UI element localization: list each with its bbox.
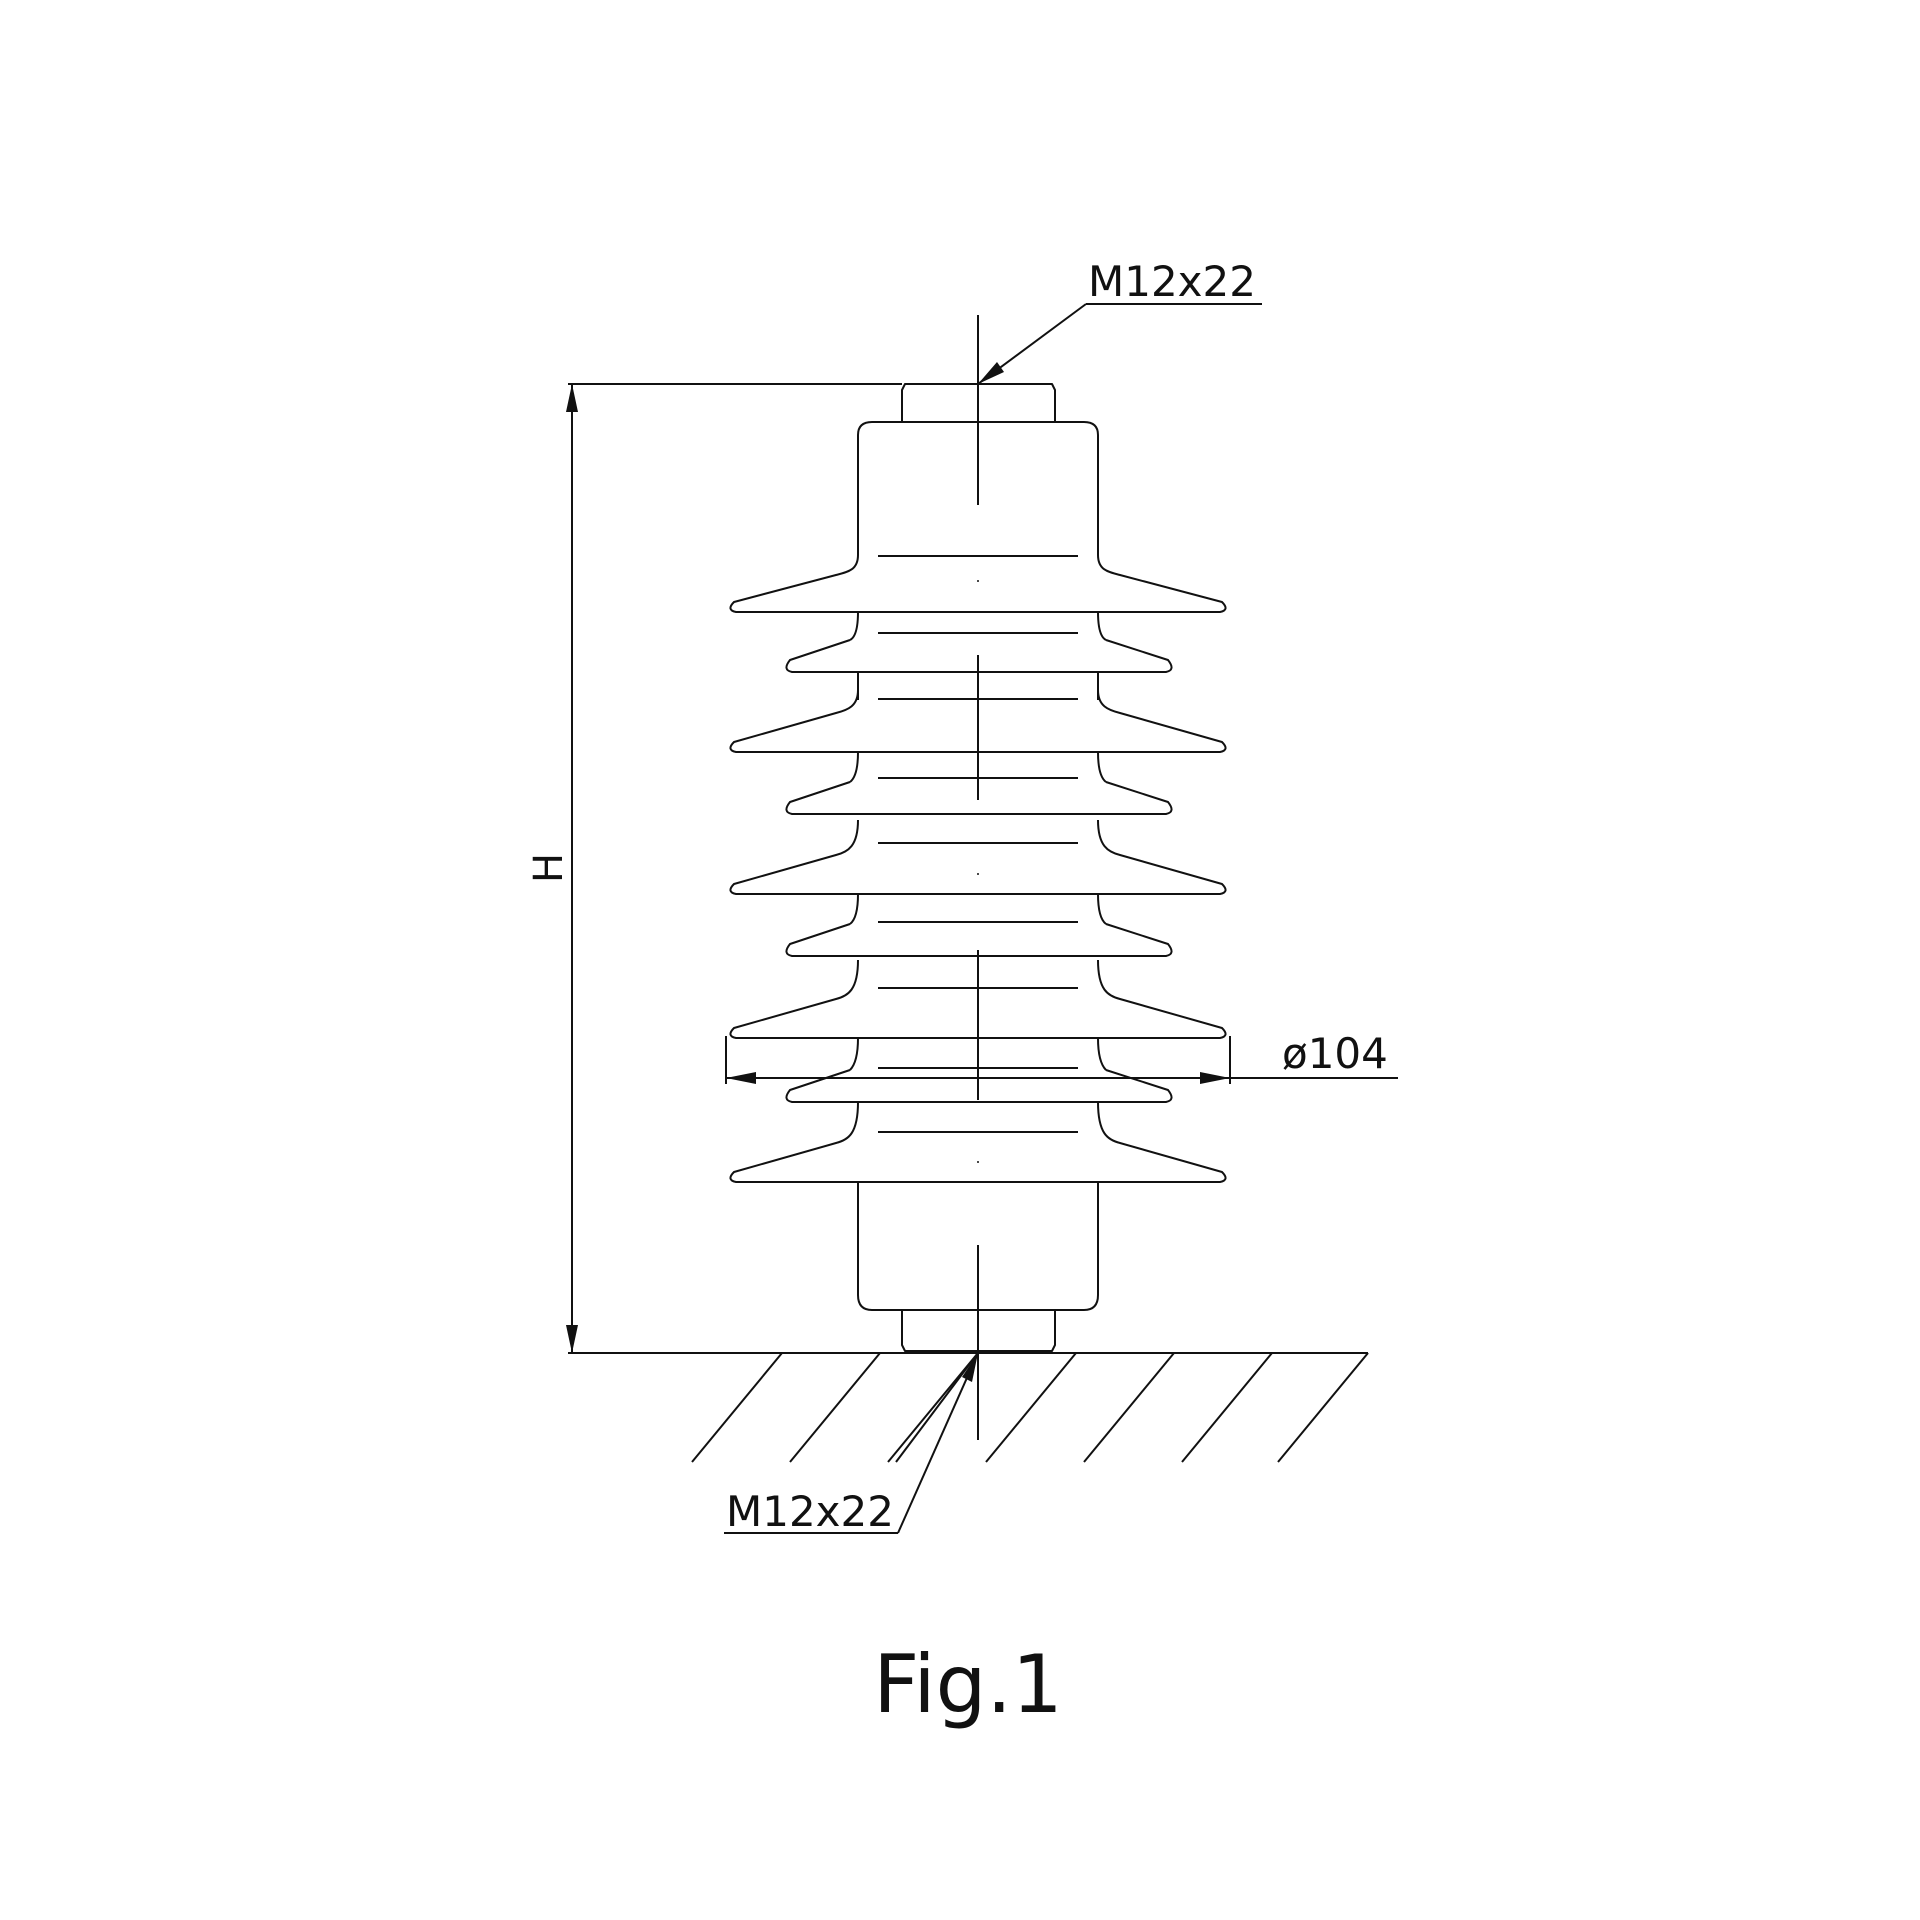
shed-large-1: [729, 554, 1227, 613]
shed-small-8: [785, 1069, 1173, 1103]
shed-small-2: [785, 639, 1173, 673]
figure-caption: Fig.1: [873, 1638, 1063, 1731]
shed-large-7: [729, 959, 1227, 1039]
shed-small-6: [785, 923, 1173, 957]
top-cap: [857, 421, 1099, 582]
bottom-stud: [901, 1309, 1056, 1352]
shed-large-3: [729, 689, 1227, 753]
diameter-dimension: ø104: [725, 1029, 1398, 1084]
top-thread-leader: M12x22: [977, 257, 1262, 385]
bottom-thread-label: M12x22: [726, 1487, 894, 1536]
insulator-sheds: [729, 554, 1227, 1183]
height-label: H: [526, 853, 572, 883]
shed-large-5: [729, 819, 1227, 895]
shed-large-9: [729, 1101, 1227, 1183]
height-dimension: H: [526, 383, 902, 1353]
top-thread-label: M12x22: [1088, 257, 1256, 306]
diameter-label: ø104: [1282, 1029, 1388, 1078]
bottom-thread-leader: M12x22: [724, 1352, 979, 1536]
shed-small-4: [785, 781, 1173, 815]
ground-hatching: [568, 1352, 1369, 1463]
